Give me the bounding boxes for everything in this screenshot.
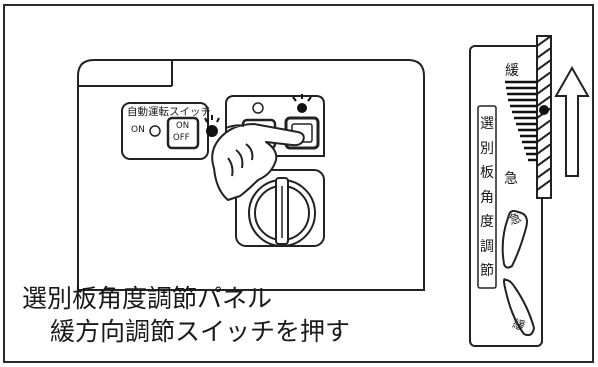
gauge-top-label: 緩 bbox=[505, 63, 519, 79]
light-rays-right bbox=[292, 94, 312, 102]
vertical-label-char: 調 bbox=[480, 238, 494, 255]
control-panel-body bbox=[77, 59, 425, 291]
steep-indicator-lamp bbox=[252, 102, 264, 114]
caption-line-1: 選別板角度調節パネル bbox=[22, 284, 273, 313]
on-off-button-label-off: OFF bbox=[173, 133, 190, 143]
instruction-caption: 選別板角度調節パネル 緩方向調節スイッチを押す bbox=[22, 282, 350, 348]
vertical-label-char: 選 bbox=[480, 116, 494, 132]
adjust-button-housing bbox=[225, 95, 325, 157]
vertical-label-char: 板 bbox=[480, 165, 494, 181]
gentle-indicator-lamp bbox=[297, 103, 307, 113]
gauge-steep-label: 急 bbox=[504, 171, 518, 187]
lit-lamp-left bbox=[206, 125, 218, 137]
pressing-hand bbox=[211, 123, 305, 201]
vertical-label: 選 別 板 角 度 調 節 bbox=[479, 112, 495, 284]
angle-pointer bbox=[539, 105, 549, 115]
vertical-label-char: 角 bbox=[480, 189, 494, 206]
gauge-gentle-button bbox=[503, 278, 536, 337]
on-off-button bbox=[166, 116, 200, 150]
vertical-label-frame bbox=[477, 105, 497, 289]
vertical-label-char: 別 bbox=[480, 140, 494, 157]
up-arrow-icon bbox=[554, 65, 590, 177]
vertical-label-char: 度 bbox=[480, 214, 494, 230]
angle-scale bbox=[505, 80, 537, 162]
on-indicator-lamp bbox=[149, 125, 161, 137]
on-indicator-label: ON bbox=[131, 125, 145, 135]
auto-run-switch-title: 自動運転スイッチ bbox=[127, 106, 211, 118]
caption-line-2: 緩方向調節スイッチを押す bbox=[50, 317, 351, 346]
light-rays-left bbox=[204, 115, 220, 123]
gauge-steep-button bbox=[501, 209, 528, 269]
vertical-label-char: 節 bbox=[480, 263, 494, 279]
on-off-button-label-on: ON bbox=[176, 121, 190, 131]
